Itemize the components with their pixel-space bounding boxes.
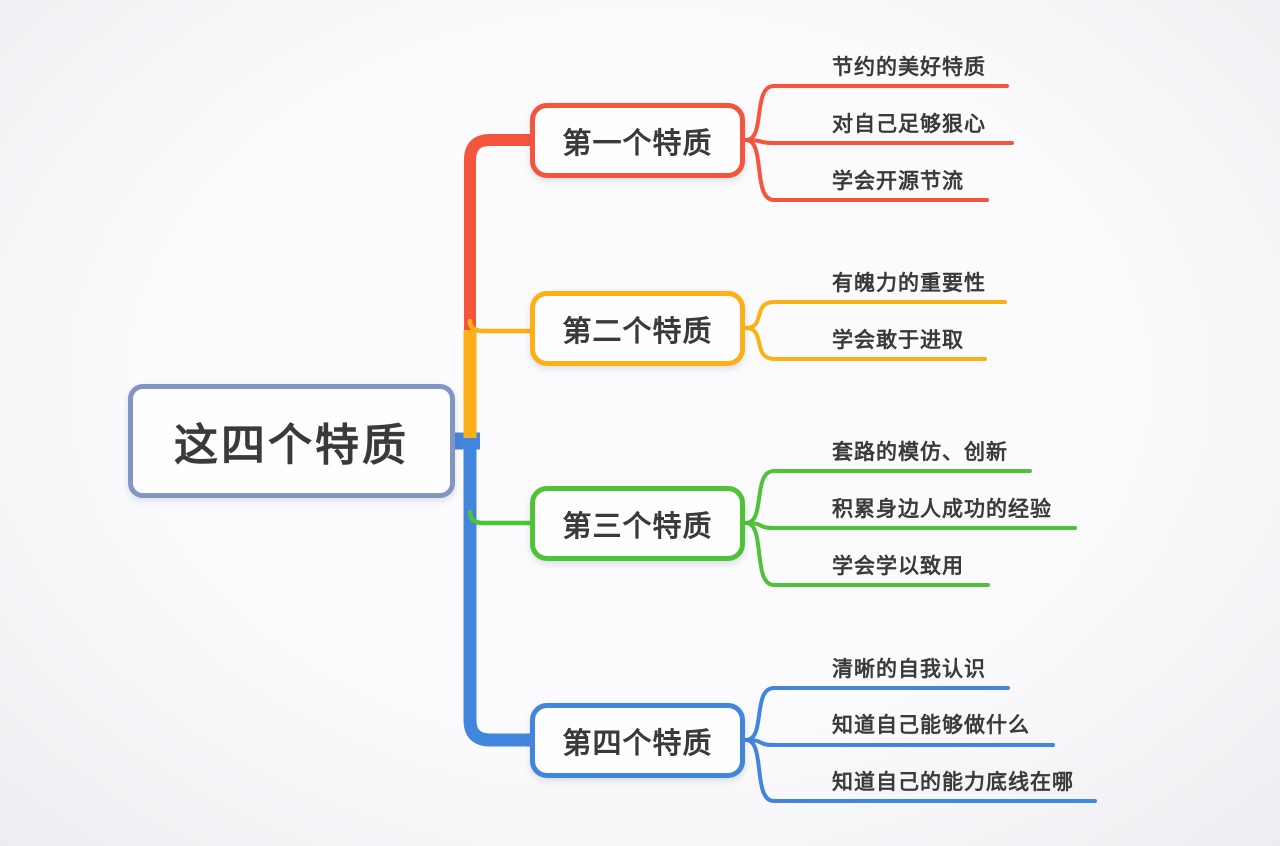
branch3-connector [467, 509, 534, 526]
leaf-line [744, 738, 1097, 803]
leaf-line [744, 138, 989, 202]
leaf-item: 知道自己的能力底线在哪 [832, 771, 1074, 794]
branch2-connector [467, 318, 534, 334]
leaf-item: 学会开源节流 [832, 170, 964, 193]
branch-node-2: 第二个特质 [530, 291, 745, 366]
leaf-line [744, 138, 1014, 145]
leaf-item: 节约的美好特质 [832, 56, 986, 79]
trunk-red-segment [464, 134, 536, 337]
root-node-label: 这四个特质 [174, 421, 409, 470]
leaf-line [744, 686, 1010, 742]
branch-node-4: 第四个特质 [530, 703, 745, 778]
leaf-line [744, 300, 1007, 330]
branch-node-label: 第三个特质 [562, 510, 713, 543]
leaf-line [744, 84, 1009, 142]
branch-node-label: 第四个特质 [562, 727, 713, 760]
branch-node-3: 第三个特质 [530, 486, 745, 561]
leaf-line [744, 326, 987, 361]
leaf-item: 套路的模仿、创新 [832, 441, 1008, 464]
root-node: 这四个特质 [128, 384, 455, 498]
leaf-item: 有魄力的重要性 [832, 272, 986, 295]
leaf-item: 积累身边人成功的经验 [832, 498, 1052, 521]
leaf-item: 知道自己能够做什么 [832, 714, 1030, 737]
trunk-blue-segment [463, 438, 530, 747]
leaf-item: 对自己足够狠心 [832, 113, 986, 136]
branch-node-label: 第一个特质 [562, 127, 713, 160]
leaf-item: 清晰的自我认识 [832, 658, 986, 681]
branch-node-label: 第二个特质 [562, 315, 713, 348]
leaf-item: 学会学以致用 [832, 555, 964, 578]
leaf-item: 学会敢于进取 [832, 329, 964, 352]
leaf-line [744, 469, 1032, 525]
branch-node-1: 第一个特质 [530, 103, 745, 178]
leaf-line [744, 521, 990, 587]
